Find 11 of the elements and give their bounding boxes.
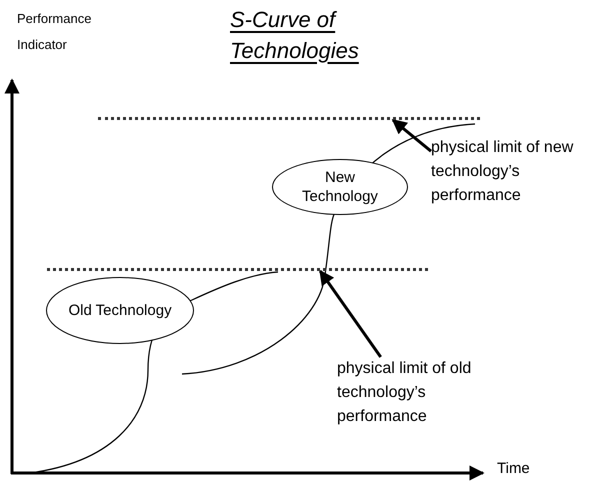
axis-label: Time	[497, 459, 530, 479]
leader-arrow	[318, 270, 382, 358]
axis-label: Performance Indicator	[17, 10, 92, 54]
title: S-Curve of Technologies	[230, 6, 360, 65]
limit-line	[47, 268, 428, 271]
limit-line	[98, 117, 480, 120]
leader-arrow	[392, 118, 432, 152]
callout-text: physical limit of old technology’s performance	[337, 357, 505, 433]
callout-text: physical limit of new technology’s performance	[431, 136, 599, 212]
technology-ellipse: New Technology	[272, 159, 408, 215]
technology-ellipse: Old Technology	[46, 277, 194, 344]
